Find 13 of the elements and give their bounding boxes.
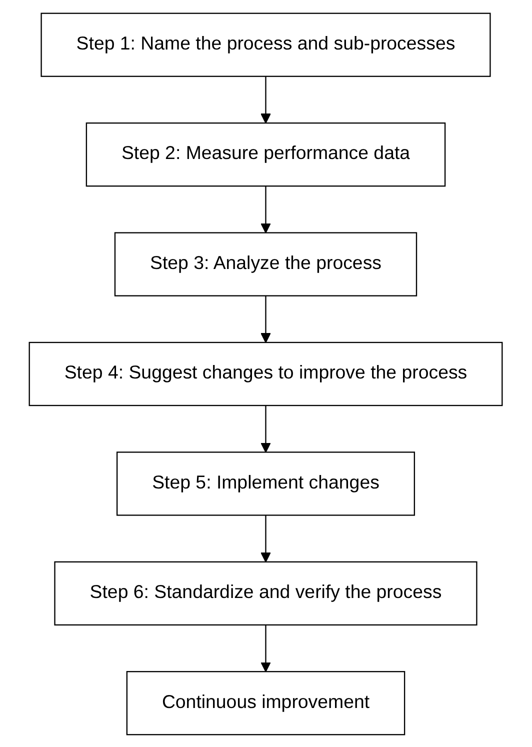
arrow xyxy=(260,186,272,233)
process-box: Step 3: Analyze the process xyxy=(114,232,418,296)
arrow xyxy=(260,295,272,342)
process-box: Step 2: Measure performance data xyxy=(86,122,446,186)
arrow xyxy=(260,624,272,672)
arrow xyxy=(260,514,272,562)
process-box: Step 4: Suggest changes to improve the process xyxy=(29,341,503,406)
process-box: Continuous improvement xyxy=(126,670,406,735)
process-box: Step 6: Standardize and verify the process xyxy=(54,560,478,626)
arrow xyxy=(260,76,272,124)
process-box: Step 5: Implement changes xyxy=(116,451,416,516)
process-box: Step 1: Name the process and sub-processes xyxy=(40,12,492,76)
arrow xyxy=(260,405,272,452)
